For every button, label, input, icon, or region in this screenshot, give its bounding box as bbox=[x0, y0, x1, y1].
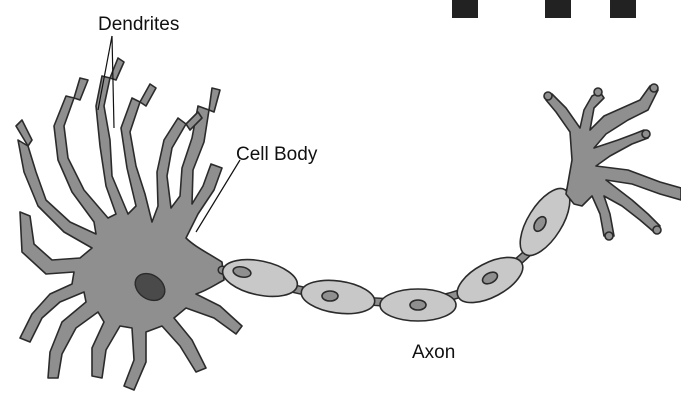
top-right-cropped-marks bbox=[452, 0, 636, 18]
terminal-knob bbox=[642, 130, 650, 138]
cell-body-label: Cell Body bbox=[236, 144, 318, 165]
dendrites-label: Dendrites bbox=[98, 14, 179, 35]
dendrite-fork-4 bbox=[140, 84, 156, 106]
terminal-knob bbox=[653, 226, 661, 234]
dendrite-fork-3 bbox=[209, 88, 220, 112]
myelin-sheath bbox=[219, 181, 579, 321]
terminal-knob bbox=[594, 88, 602, 96]
dendrites-leader-1 bbox=[112, 36, 114, 128]
neuron-soma-outline bbox=[18, 76, 242, 390]
dendrite-fork-2 bbox=[74, 78, 88, 100]
terminal-knob bbox=[650, 84, 658, 92]
myelin-segment bbox=[299, 276, 377, 318]
cell-body-and-dendrites bbox=[16, 58, 242, 390]
terminal-knob bbox=[605, 232, 613, 240]
myelin-segment bbox=[380, 289, 456, 321]
myelin-segment bbox=[219, 253, 300, 302]
terminal-knob bbox=[544, 92, 552, 100]
axon-label: Axon bbox=[412, 342, 455, 363]
